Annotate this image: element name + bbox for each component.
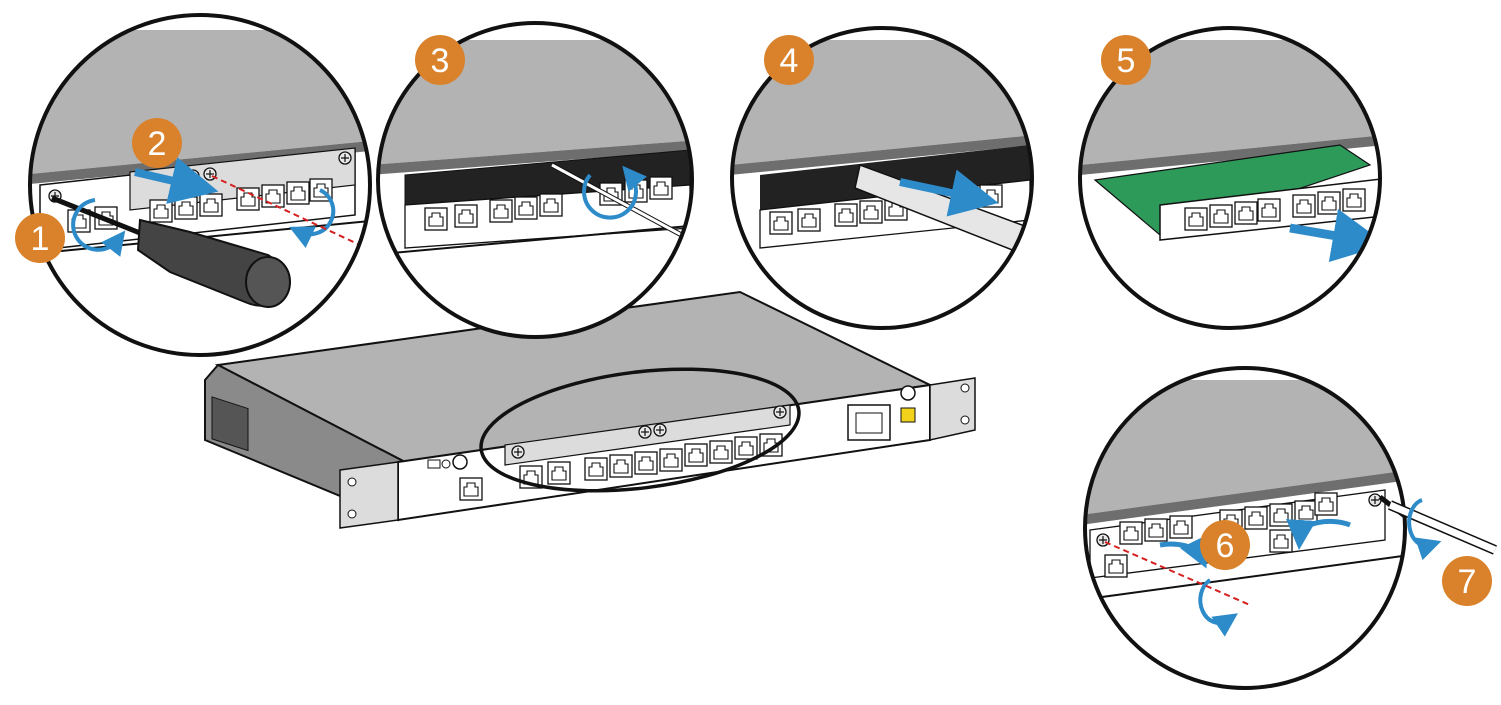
rotate-arrow-icon xyxy=(71,198,126,257)
step-badge-2 xyxy=(132,118,182,168)
highlight-ellipse xyxy=(479,367,801,493)
step-number-2: 2 xyxy=(148,125,167,163)
rotate-arrow-icon xyxy=(582,165,647,220)
rotate-arrow-icon xyxy=(289,188,336,248)
guide-line xyxy=(211,175,361,246)
router-chassis xyxy=(204,290,976,529)
step-number-5: 5 xyxy=(1117,42,1136,80)
step-number-4: 4 xyxy=(780,42,799,80)
push-arrow-icon xyxy=(1289,208,1380,263)
step-3-detail xyxy=(376,21,694,339)
rotate-arrow-icon xyxy=(1286,518,1351,550)
step-badge-5 xyxy=(1101,35,1151,85)
step-badge-4 xyxy=(764,35,814,85)
step-badge-6 xyxy=(1200,520,1250,570)
step-badge-3 xyxy=(415,35,465,85)
rotate-arrow-icon xyxy=(1407,498,1442,561)
step-number-3: 3 xyxy=(431,42,450,80)
screwdriver-icon xyxy=(51,195,291,308)
step-badge-7 xyxy=(1442,556,1492,606)
step-number-6: 6 xyxy=(1216,527,1235,565)
step-5-detail xyxy=(1078,26,1382,330)
guide-line xyxy=(1104,541,1251,606)
push-arrow-icon xyxy=(134,157,219,204)
step-number-1: 1 xyxy=(31,220,50,258)
push-arrow-icon xyxy=(899,169,999,217)
step-badge-1 xyxy=(15,213,65,263)
rotate-arrow-icon xyxy=(1159,534,1207,569)
step-badges: 1 2 3 4 5 6 7 xyxy=(15,35,1492,606)
step-number-7: 7 xyxy=(1458,563,1477,601)
step-1-2-detail xyxy=(28,13,372,357)
rotate-arrow-icon xyxy=(1198,578,1238,637)
step-6-7-detail xyxy=(1083,366,1497,690)
